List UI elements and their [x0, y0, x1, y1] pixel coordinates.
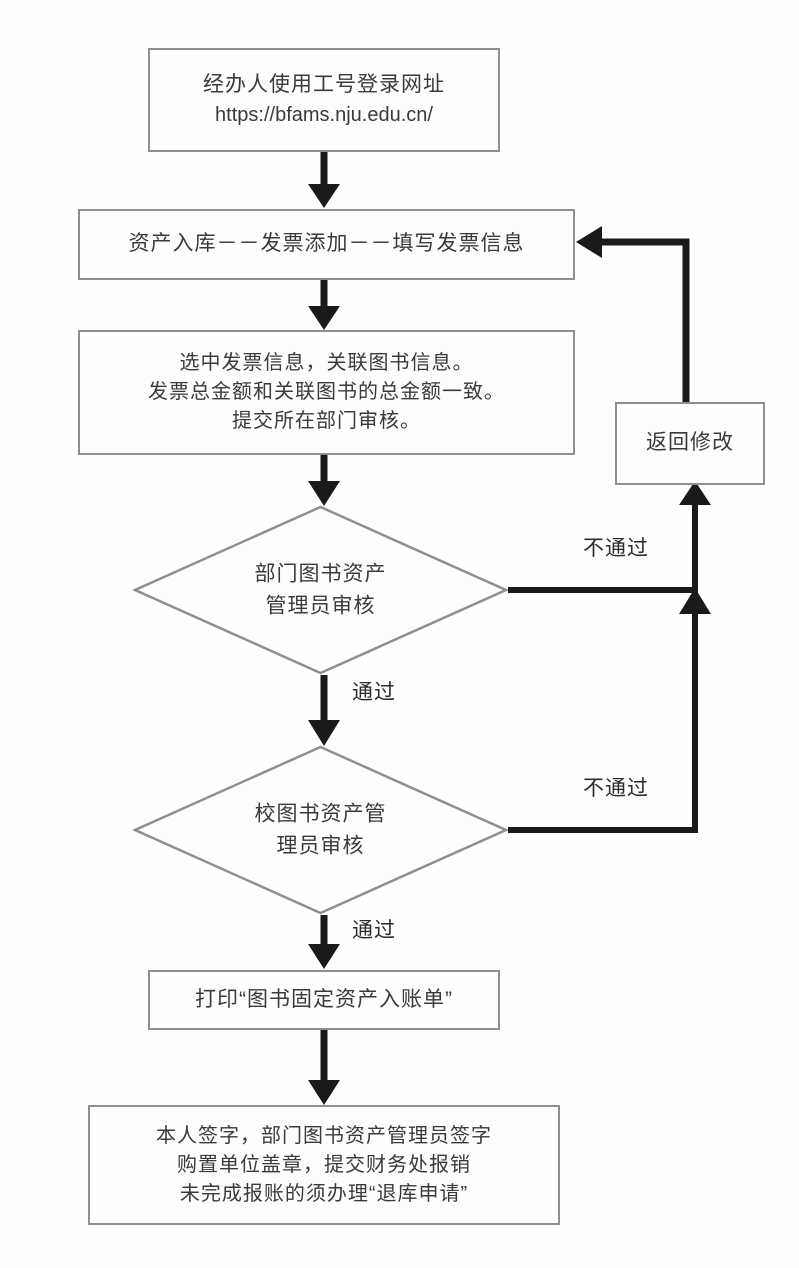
node-invoice-add-line-1: 资产入库－－发票添加－－填写发票信息: [128, 232, 525, 256]
node-print-form[interactable]: 打印“图书固定资产入账单”: [148, 970, 500, 1030]
node-link-books-line-2: 发票总金额和关联图书的总金额一致。: [148, 381, 505, 403]
node-link-books[interactable]: 选中发票信息，关联图书信息。 发票总金额和关联图书的总金额一致。 提交所在部门审…: [78, 330, 575, 455]
dept-review-diamond-shape: [133, 505, 508, 675]
edge-label-school-fail: 不通过: [583, 777, 649, 800]
edge-label-dept-pass: 通过: [352, 681, 396, 704]
edge-invoice-to-linkbooks: [308, 280, 340, 330]
edge-login-to-invoice: [308, 152, 340, 208]
node-login-url: https://bfams.nju.edu.cn/: [215, 103, 433, 126]
node-login-line-1: 经办人使用工号登录网址: [203, 73, 445, 97]
node-return-edit[interactable]: 返回修改: [615, 402, 765, 485]
node-sign-submit-line-1: 本人签字，部门图书资产管理员签字: [156, 1124, 492, 1147]
node-sign-submit-line-3: 未完成报账的须办理“退库申请”: [179, 1182, 469, 1205]
school-review-diamond-shape: [133, 745, 508, 915]
edge-printform-to-signsubmit: [308, 1030, 340, 1105]
node-invoice-add[interactable]: 资产入库－－发票添加－－填写发票信息: [78, 209, 575, 280]
edge-deptreview-pass-to-schoolreview: [308, 675, 340, 746]
node-school-review[interactable]: 校图书资产管 理员审核: [133, 745, 508, 915]
node-dept-review[interactable]: 部门图书资产 管理员审核: [133, 505, 508, 675]
edge-schoolreview-pass-to-printform: [308, 915, 340, 969]
edge-label-school-pass: 通过: [352, 919, 396, 942]
node-return-edit-label: 返回修改: [646, 431, 734, 455]
edge-linkbooks-to-deptreview: [308, 455, 340, 506]
edge-label-dept-fail: 不通过: [583, 537, 649, 560]
node-link-books-line-3: 提交所在部门审核。: [232, 410, 421, 432]
node-login[interactable]: 经办人使用工号登录网址 https://bfams.nju.edu.cn/: [148, 48, 500, 152]
edge-returnedit-to-invoice: [576, 226, 690, 402]
node-sign-submit[interactable]: 本人签字，部门图书资产管理员签字 购置单位盖章，提交财务处报销 未完成报账的须办…: [88, 1105, 560, 1225]
node-print-form-label: 打印“图书固定资产入账单”: [195, 987, 453, 1011]
node-sign-submit-line-2: 购置单位盖章，提交财务处报销: [177, 1153, 471, 1176]
node-link-books-line-1: 选中发票信息，关联图书信息。: [179, 352, 474, 374]
